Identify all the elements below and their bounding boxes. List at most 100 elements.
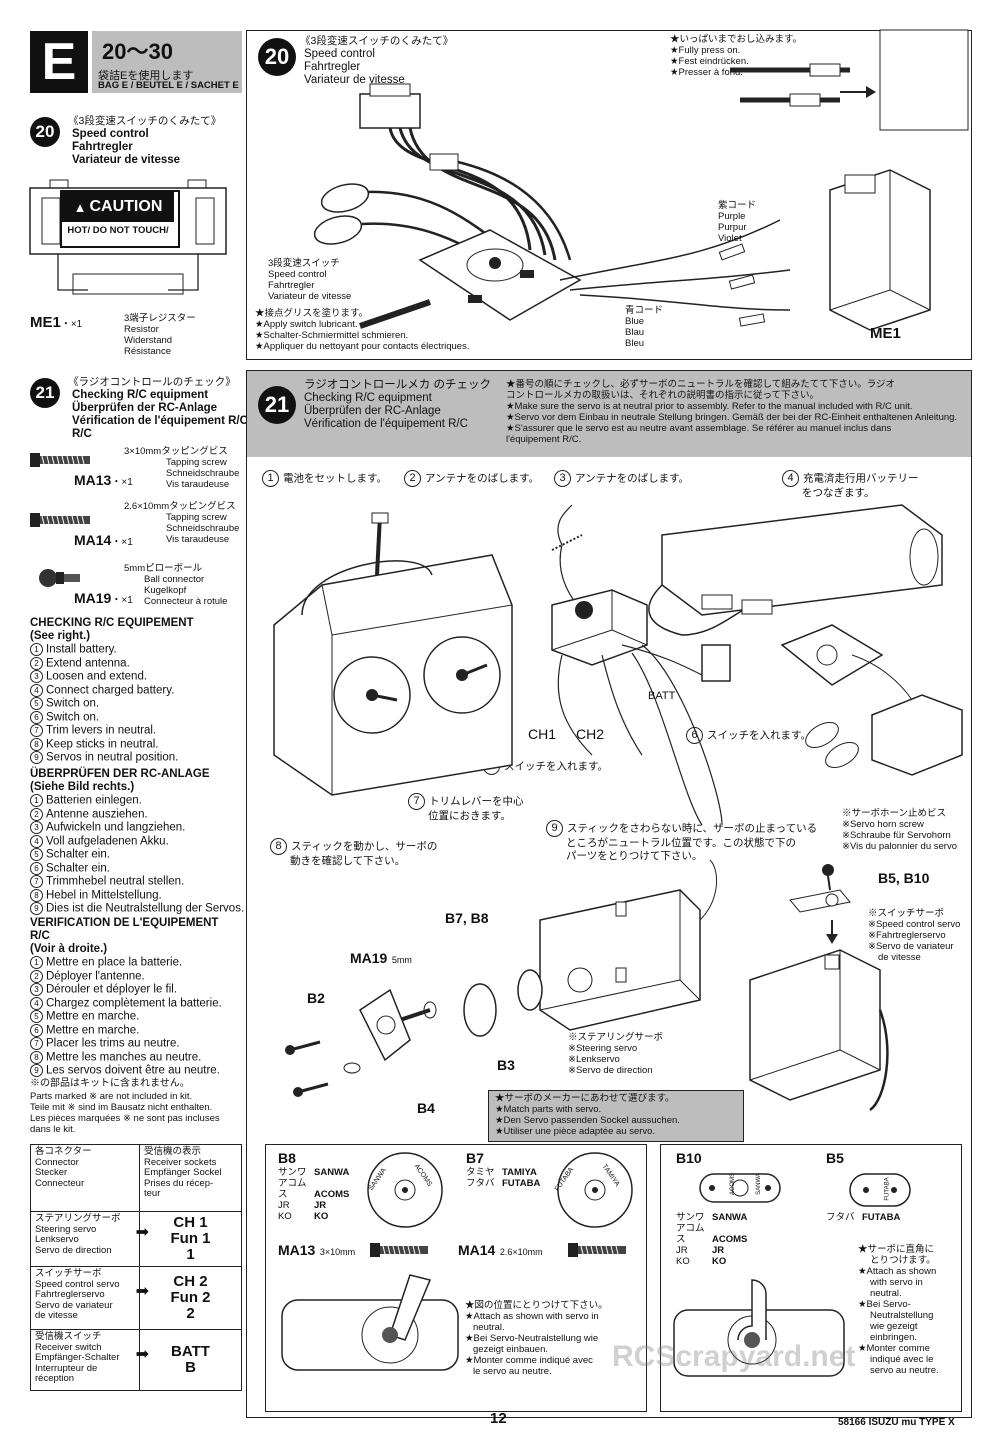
- speed-horn-neutral-diagram: [673, 1279, 845, 1377]
- list-item-text: Mettre en marche.: [46, 1010, 140, 1023]
- table-header-connector: 各コネクター Connector Stecker Connecteur: [30, 1144, 140, 1212]
- list-item-number: 9: [30, 902, 43, 916]
- check-de-sub: (Siehe Bild rechts.): [30, 781, 135, 793]
- b3-label: B3: [497, 1057, 515, 1073]
- list-item-text: Loosen and extend.: [46, 670, 148, 683]
- grease-fr: ★Appliquer du nettoyant pour contacts él…: [255, 341, 470, 352]
- list-item-text: Schalter ein.: [46, 862, 110, 875]
- row-receiver-fr-2: réception: [35, 1373, 75, 1384]
- horn-de: ※Schraube für Servohorn: [842, 830, 951, 841]
- step-21-note-3: ★Make sure the servo is at neutral prior…: [506, 401, 913, 412]
- callout-7-text-1: トリムレバーを中心: [429, 795, 524, 808]
- maker-name: KO: [712, 1256, 727, 1267]
- list-item-text: Install battery.: [46, 643, 117, 656]
- maker-name: KO: [314, 1211, 329, 1222]
- attach1-line-3: neutral.: [473, 1322, 505, 1333]
- press-fr: ★Presser à fond.: [670, 67, 743, 78]
- callout-2-text: アンテナをのばします。: [425, 472, 540, 485]
- bag-header: 20～30 袋詰Eを使用します BAG E / BEUTEL E / SACHE…: [92, 31, 242, 93]
- attach2-line-1: ★サーボに直角に: [858, 1244, 935, 1255]
- step-21-note-6: l'équipement R/C.: [506, 434, 582, 445]
- ma14-fr: Vis taraudeuse: [166, 534, 230, 545]
- b10-sanwa-mark: SANWA: [755, 1173, 762, 1195]
- speed-control-illustration: [313, 29, 969, 331]
- blue-cord-label: 青コード Blue Blau Bleu: [625, 305, 663, 349]
- page-number: 12: [490, 1410, 507, 1427]
- b2-label: B2: [307, 990, 325, 1006]
- attach2-line-11: indiqué avec le: [870, 1354, 934, 1365]
- table-h2-de: Empfänger Sockel: [144, 1167, 222, 1178]
- maker-jp: アコムス: [278, 1178, 307, 1200]
- maker-jp: JR: [676, 1245, 688, 1256]
- me1-qty: ・×1: [60, 319, 83, 330]
- ma19-de: Kugelkopf: [144, 585, 187, 596]
- row-speed-en: Speed control servo: [35, 1278, 120, 1290]
- callout-5-text: スイッチを入れます。: [504, 760, 608, 773]
- maker-jp: JR: [278, 1200, 290, 1211]
- list-item-text: Schalter ein.: [46, 848, 110, 861]
- row-receiver-ch1: BATT: [171, 1343, 210, 1360]
- maker-name: ACOMS: [314, 1189, 350, 1200]
- step-20-de: Fahrtregler: [304, 61, 361, 73]
- step-20-en: Speed control: [304, 48, 375, 60]
- row-steering-ch3: 1: [186, 1246, 195, 1263]
- ma13-code: MA13: [74, 472, 112, 488]
- list-item-number: 7: [30, 724, 43, 738]
- table-row-steering-ch: CH 1 Fun 1 1: [139, 1211, 242, 1267]
- b5-horn: [849, 1173, 911, 1207]
- attach1-line-5: gezeigt einbauen.: [473, 1344, 549, 1355]
- ma14-jp: 2.6×10mmタッピングビス: [124, 501, 236, 512]
- check-fr-title2: R/C: [30, 930, 50, 942]
- callout-8-text-1: スティックを動かし、サーボの: [291, 840, 438, 853]
- left-step-20-titles: Speed control Fahrtregler Variateur de v…: [72, 128, 180, 167]
- sw-servo-fr-2: de vitesse: [878, 952, 921, 963]
- list-item-text: Switch on.: [46, 697, 100, 710]
- me1-callout: ME1: [870, 325, 901, 342]
- step-20-number: 20: [258, 38, 296, 76]
- ma19-jp: 5mmピローボール: [124, 563, 203, 574]
- maker-name: ACOMS: [712, 1234, 748, 1245]
- press-de: ★Fest eindrücken.: [670, 56, 749, 67]
- kit-note: ※の部品はキットに含まれません。 Parts marked ※ are not …: [30, 1078, 245, 1135]
- row-receiver-en: Receiver switch: [35, 1341, 102, 1353]
- list-item-text: Keep sticks in neutral.: [46, 738, 159, 751]
- list-item-number: 3: [30, 983, 43, 997]
- left-step-20-fr: Variateur de vitesse: [72, 154, 181, 166]
- me1-de: Widerstand: [124, 335, 173, 346]
- check-fr-title: VERIFICATION DE L'EQUIPEMENT: [30, 917, 219, 929]
- ma13-jp: 3×10mmタッピングビス: [124, 446, 228, 457]
- model-label: 58166 ISUZU mu TYPE X: [838, 1417, 955, 1428]
- switch-label: 3段変速スイッチ Speed control Fahrtregler Varia…: [268, 258, 351, 302]
- table-row-speed: スイッチサーボ Speed control servo Fahrtreglers…: [30, 1266, 149, 1330]
- list-item-number: 6: [30, 861, 43, 875]
- row-steering-ch1: CH 1: [173, 1214, 208, 1231]
- table-h2-fr-2: teur: [144, 1188, 161, 1199]
- step-21-fr: Vérification de l'équipement R/C: [304, 418, 468, 430]
- ma13-screw-icon: [30, 453, 90, 467]
- ma19-desc: 5mmピローボール Ball connector Kugelkopf Conne…: [124, 563, 227, 607]
- purple-cord-label: 紫コード Purple Purpur Violet: [718, 200, 756, 244]
- list-item-number: 7: [30, 1037, 43, 1051]
- ma13-qty: ・×1: [111, 477, 133, 488]
- left-step-21-en: Checking R/C equipment: [72, 389, 209, 401]
- list-item-text: Mettre en marche.: [46, 1024, 140, 1037]
- list-item-text: Batterien einlegen.: [46, 794, 142, 807]
- table-row: スイッチサーボ Speed control servo Fahrtreglers…: [30, 1266, 242, 1330]
- steering-servo-note: ※ステアリングサーボ ※Steering servo ※Lenkservo ※S…: [568, 1032, 663, 1076]
- me1-desc: 3端子レジスター Resistor Widerstand Résistance: [124, 313, 196, 357]
- callout-8-number: 8: [270, 838, 287, 855]
